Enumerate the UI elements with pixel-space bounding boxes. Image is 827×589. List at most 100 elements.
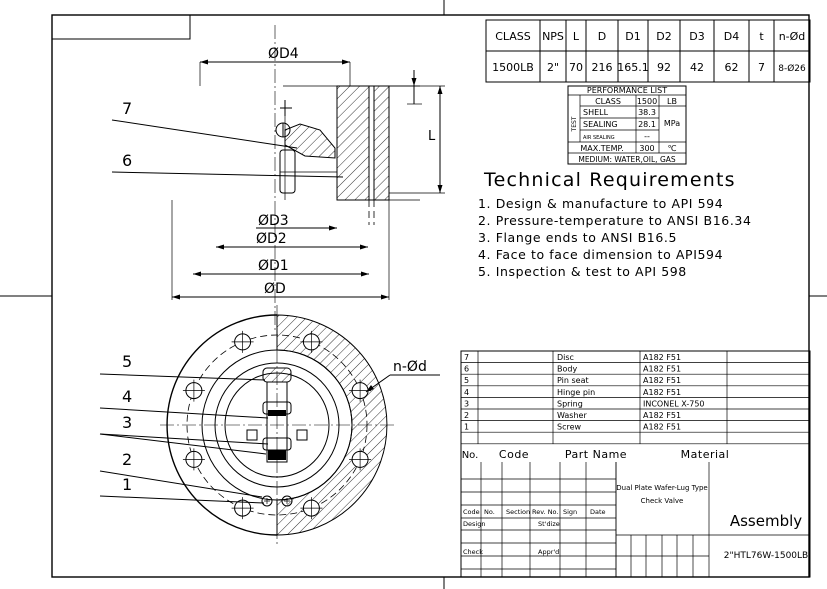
bom-row-part: Disc bbox=[557, 353, 574, 362]
assembly-label: Assembly bbox=[730, 512, 802, 530]
air-sealing-label: AIR SEALING bbox=[583, 135, 615, 141]
maxtemp-unit: ℃ bbox=[668, 144, 677, 153]
dim-d2: ØD2 bbox=[256, 231, 287, 247]
title-block: Dual Plate Wafer-Lug Type Check Valve As… bbox=[461, 462, 810, 577]
air-sealing-value: -- bbox=[644, 132, 650, 141]
bom-row-part: Body bbox=[557, 365, 577, 374]
bom-row-no: 2 bbox=[464, 411, 469, 420]
spec-value: 70 bbox=[569, 61, 583, 74]
callout-2: 2 bbox=[122, 450, 132, 469]
bom-row-no: 4 bbox=[464, 388, 469, 397]
performance-title: PERFORMANCE LIST bbox=[587, 86, 667, 95]
bom-header-no: No. bbox=[462, 450, 479, 461]
spec-header: n-Ød bbox=[779, 30, 806, 43]
bom-row-part: Screw bbox=[557, 423, 582, 432]
requirement-2: 2. Pressure-temperature to ANSI B16.34 bbox=[478, 213, 752, 228]
bom-header-material: Material bbox=[681, 448, 730, 461]
plan-view: 5 4 3 2 1 n-Ød bbox=[99, 305, 440, 545]
outer-frame bbox=[51, 14, 810, 578]
technical-requirements: Technical Requirements 1. Design & manuf… bbox=[478, 169, 752, 279]
spec-header: D4 bbox=[724, 30, 739, 43]
requirement-3: 3. Flange ends to ANSI B16.5 bbox=[478, 230, 677, 245]
bom-row-material: A182 F51 bbox=[643, 411, 681, 420]
bom-row-material: A182 F51 bbox=[643, 423, 681, 432]
class-label: CLASS bbox=[595, 97, 621, 106]
spec-value: 42 bbox=[690, 61, 704, 74]
callout-7: 7 bbox=[122, 99, 132, 118]
tb-date: Date bbox=[590, 508, 606, 516]
spec-header: L bbox=[573, 30, 580, 43]
tb-code: Code bbox=[463, 508, 480, 516]
bom-row-material: A182 F51 bbox=[643, 376, 681, 385]
bom-header-part: Part Name bbox=[565, 448, 627, 461]
bom-header-code: Code bbox=[499, 448, 529, 461]
bom-row-material: A182 F51 bbox=[643, 388, 681, 397]
bom-row-part: Washer bbox=[557, 411, 587, 420]
spec-table: CLASS NPS L D D1 D2 D3 D4 t n-Ød 1500LB 2" 70 216 165.… bbox=[485, 19, 811, 83]
medium-text: MEDIUM: WATER,OIL, GAS bbox=[578, 155, 676, 164]
spec-value: 1500LB bbox=[492, 61, 534, 74]
bom-row-material: A182 F51 bbox=[643, 365, 681, 374]
bom-row-material: INCONEL X-750 bbox=[643, 399, 705, 408]
spec-value: 62 bbox=[725, 61, 739, 74]
class-unit: LB bbox=[667, 97, 677, 106]
bom-row-part: Hinge pin bbox=[557, 388, 595, 397]
shell-value: 38.3 bbox=[638, 108, 656, 117]
callout-1: 1 bbox=[122, 475, 132, 494]
tb-section: Section bbox=[506, 508, 530, 516]
tb-sign: Sign bbox=[563, 508, 577, 516]
bom-row-part: Spring bbox=[557, 399, 583, 408]
sealing-label: SEALING bbox=[583, 120, 618, 129]
spec-header: D2 bbox=[656, 30, 671, 43]
spec-value: 165.1 bbox=[617, 61, 649, 74]
bom-row-material: A182 F51 bbox=[643, 353, 681, 362]
tb-no: No. bbox=[484, 508, 495, 516]
tb-design: Design bbox=[463, 520, 485, 528]
maxtemp-label: MAX.TEMP. bbox=[580, 144, 623, 153]
pressure-unit: MPa bbox=[664, 119, 680, 128]
dim-d4: ØD4 bbox=[268, 46, 299, 62]
spec-value: 92 bbox=[657, 61, 671, 74]
tb-stdize: St'dize bbox=[538, 520, 560, 528]
tb-apprd: Appr'd bbox=[538, 548, 559, 556]
section-view: ØD4 L ØD3 bbox=[111, 25, 445, 330]
bom-row-no: 7 bbox=[464, 353, 469, 362]
spec-value: 216 bbox=[592, 61, 613, 74]
spec-header: t bbox=[759, 30, 764, 43]
callout-6: 6 bbox=[122, 151, 132, 170]
sealing-value: 28.1 bbox=[638, 120, 656, 129]
requirement-5: 5. Inspection & test to API 598 bbox=[478, 264, 687, 279]
callout-3: 3 bbox=[122, 413, 132, 432]
product-name: Dual Plate Wafer-Lug Type bbox=[616, 484, 707, 492]
dim-d3: ØD3 bbox=[258, 213, 289, 229]
spec-header: D1 bbox=[625, 30, 640, 43]
dim-d: ØD bbox=[264, 281, 286, 297]
spec-value: 8-Ø26 bbox=[778, 63, 806, 74]
spec-value: 7 bbox=[758, 61, 765, 74]
test-label: TEST bbox=[571, 116, 578, 132]
requirement-1: 1. Design & manufacture to API 594 bbox=[478, 196, 723, 211]
drawing-number: 2"HTL76W-1500LB bbox=[724, 551, 808, 561]
bom-row-no: 3 bbox=[464, 399, 469, 408]
bom-row-part: Pin seat bbox=[557, 376, 589, 385]
dim-d1: ØD1 bbox=[258, 258, 289, 274]
spec-value: 2" bbox=[547, 61, 559, 74]
bom-row-no: 5 bbox=[464, 376, 469, 385]
dim-nd: n-Ød bbox=[393, 359, 427, 375]
maxtemp-value: 300 bbox=[639, 144, 654, 153]
spec-header: NPS bbox=[542, 30, 564, 43]
callout-4: 4 bbox=[122, 387, 132, 406]
spec-header: D bbox=[598, 30, 606, 43]
requirement-4: 4. Face to face dimension to API594 bbox=[478, 247, 723, 262]
shell-label: SHELL bbox=[583, 108, 609, 117]
product-name-2: Check Valve bbox=[641, 497, 684, 505]
dim-l: L bbox=[428, 129, 436, 144]
bom-row-no: 1 bbox=[464, 423, 469, 432]
tb-check: Check bbox=[463, 548, 483, 556]
spec-header: D3 bbox=[689, 30, 704, 43]
spec-header: CLASS bbox=[495, 30, 531, 43]
tb-rev: Rev. No. bbox=[532, 508, 559, 516]
